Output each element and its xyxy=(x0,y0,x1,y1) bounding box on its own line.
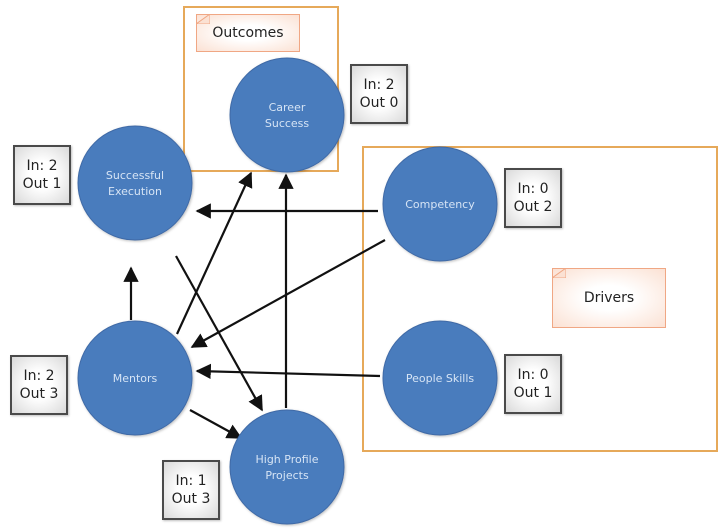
node-circle xyxy=(382,146,498,262)
successful-execution-count-box: In: 2 Out 1 xyxy=(13,145,71,205)
out-count: Out 0 xyxy=(359,95,399,111)
drivers-label: Drivers xyxy=(583,290,635,306)
drivers-note: Drivers xyxy=(552,268,666,328)
node-label: Mentors xyxy=(113,372,158,385)
out-count: Out 3 xyxy=(171,491,211,507)
drivers-group-frame xyxy=(362,146,718,452)
mentors-count-box: In: 2 Out 3 xyxy=(10,355,68,415)
node-label: Successful xyxy=(106,169,164,182)
edge-people-skills-to-mentors xyxy=(195,363,381,380)
in-count: In: 0 xyxy=(517,181,549,197)
node-circle xyxy=(229,409,345,525)
out-count: Out 3 xyxy=(19,386,59,402)
node-circle xyxy=(77,125,193,241)
node-competency: Competency xyxy=(382,146,498,262)
node-label: People Skills xyxy=(406,372,475,385)
in-count: In: 0 xyxy=(517,367,549,383)
note-fold-icon xyxy=(552,268,566,278)
note-fold-icon xyxy=(196,14,210,24)
in-count: In: 2 xyxy=(363,77,395,93)
out-count: Out 1 xyxy=(22,176,62,192)
edge-successful-execution-to-high-profile-projects xyxy=(175,255,263,412)
outcomes-note: Outcomes xyxy=(196,14,300,52)
outcomes-label: Outcomes xyxy=(212,25,284,41)
high-profile-projects-count-box: In: 1 Out 3 xyxy=(162,460,220,520)
out-count: Out 1 xyxy=(513,385,553,401)
node-label: Execution xyxy=(108,185,162,198)
node-label: Career xyxy=(269,101,306,114)
node-mentors: Mentors xyxy=(77,320,193,436)
node-label: Projects xyxy=(265,469,309,482)
node-label: Success xyxy=(265,117,310,130)
node-circle xyxy=(229,57,345,173)
node-label: High Profile xyxy=(256,453,319,466)
node-circle xyxy=(77,320,193,436)
career-success-count-box: In: 2 Out 0 xyxy=(350,64,408,124)
node-people-skills: People Skills xyxy=(382,320,498,436)
in-count: In: 2 xyxy=(26,158,58,174)
edge-mentors-to-high-profile-projects xyxy=(189,409,243,439)
edge-competency-to-mentors xyxy=(190,239,386,348)
node-label: Competency xyxy=(405,198,475,211)
in-count: In: 2 xyxy=(23,368,55,384)
out-count: Out 2 xyxy=(513,199,553,215)
edge-mentors-to-career-success xyxy=(176,171,253,335)
in-count: In: 1 xyxy=(175,473,207,489)
node-circle xyxy=(382,320,498,436)
competency-count-box: In: 0 Out 2 xyxy=(504,168,562,228)
people-skills-count-box: In: 0 Out 1 xyxy=(504,354,562,414)
